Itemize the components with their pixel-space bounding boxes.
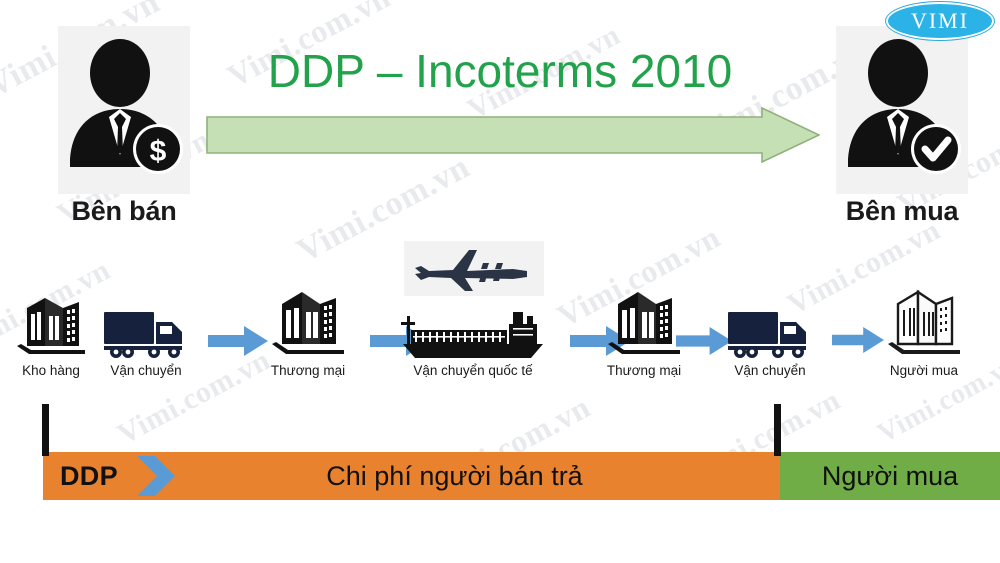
blue-chevron-icon	[137, 456, 175, 496]
logo-text: VIMI	[910, 8, 970, 33]
buyer-block: Bên mua	[836, 26, 968, 227]
blue-right-arrow-icon	[208, 326, 268, 356]
cost-responsibility-bar: DDP Chi phí người bán trả Người mua	[43, 452, 1000, 500]
chain-node-commerce-1: Thương mại	[256, 280, 360, 378]
seller-icon-box: $	[58, 26, 190, 194]
office-building-icon	[256, 280, 360, 360]
buyer-cost-label: Người mua	[821, 460, 959, 491]
chain-node-truck-2: Vận chuyển	[722, 288, 818, 378]
chain-node-international: Vận chuyển quốc tế	[390, 300, 556, 378]
office-building-icon	[592, 280, 696, 360]
chain-label: Vận chuyển	[734, 363, 806, 378]
chain-label: Vận chuyển	[110, 363, 182, 378]
outline-building-icon	[872, 280, 976, 360]
logo-ellipse	[886, 2, 994, 40]
green-right-arrow-icon	[206, 107, 820, 163]
chain-node-buyer-building: Người mua	[872, 280, 976, 378]
chain-node-commerce-2: Thương mại	[592, 280, 696, 378]
cost-start-tick	[42, 404, 49, 456]
airplane-icon	[415, 249, 527, 291]
chain-node-warehouse: Kho hàng	[8, 288, 94, 378]
chain-node-truck-1: Vận chuyển	[96, 288, 196, 378]
svg-text:$: $	[150, 135, 167, 168]
chain-label: Kho hàng	[22, 363, 80, 378]
blue-right-arrow-icon	[832, 327, 884, 353]
chain-label: Thương mại	[606, 363, 682, 378]
blue-right-arrow-icon	[676, 327, 732, 355]
vimi-logo: VIMI	[886, 2, 994, 40]
buyer-cost-segment: Người mua	[780, 452, 1000, 500]
air-transport-box	[404, 241, 544, 296]
chain-label: Thương mại	[270, 363, 346, 378]
buyer-label: Bên mua	[845, 196, 959, 226]
chain-label: Vận chuyển quốc tế	[413, 363, 533, 378]
incoterm-code-label: DDP	[60, 460, 118, 491]
seller-cost-segment: DDP Chi phí người bán trả	[43, 452, 780, 500]
businessman-with-check-icon	[848, 39, 961, 174]
businessman-with-dollar-icon: $	[70, 39, 183, 174]
warehouse-building-icon	[8, 288, 94, 360]
seller-cost-label: Chi phí người bán trả	[326, 460, 583, 491]
chain-label: Người mua	[889, 363, 959, 378]
seller-label: Bên bán	[71, 196, 177, 226]
seller-block: $ Bên bán	[58, 26, 190, 227]
buyer-icon-box	[836, 26, 968, 194]
cost-transfer-tick	[774, 404, 781, 456]
page-title: DDP – Incoterms 2010	[267, 45, 733, 97]
truck-icon	[96, 288, 196, 360]
truck-icon	[722, 288, 818, 360]
cargo-ship-icon	[390, 300, 556, 360]
